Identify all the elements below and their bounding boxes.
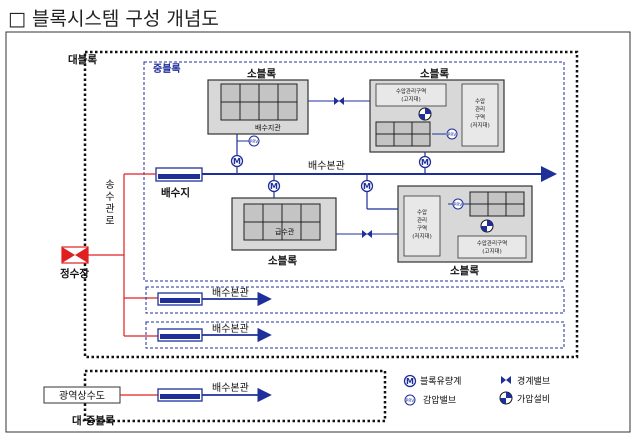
medium-block-label: 중블록 [153, 63, 181, 75]
pressure-zone-bl-3: 구역 [417, 224, 427, 232]
pressure-zone-tl-sub: (고지대) [401, 95, 420, 103]
regional-supply-label: 광역상수도 [59, 390, 105, 402]
large-medium-block-label: 대·중블록 [72, 414, 115, 427]
legend-boundary-valve: 경계밸브 [517, 375, 550, 387]
pressure-zone-tr-3: 구역 [475, 113, 485, 121]
transmission-pipes [88, 173, 158, 337]
main-pipe-label: 배수본관 [308, 160, 345, 172]
pressure-zone-bl [403, 195, 441, 257]
outer-frame [5, 31, 631, 433]
large-block-boundary [83, 50, 579, 359]
block4-cells [469, 191, 525, 217]
reservoir-label: 배수지 [161, 186, 190, 199]
reservoir-pipe-label: 배수지관 [255, 123, 281, 132]
transmission-char-1: 송 [105, 179, 114, 191]
pressure-zone-tr-1: 수압 [475, 97, 485, 105]
large-block-label: 대블록 [68, 53, 97, 66]
transmission-char-3: 관 [105, 203, 114, 215]
main-pipe-3-label: 배수본관 [212, 323, 249, 335]
boundary-valve-icon [334, 97, 344, 105]
reservoir-cells [220, 83, 298, 121]
small-block-label-1: 소블록 [247, 68, 276, 80]
pressure-zone-tl [375, 83, 447, 107]
medium-block-2 [145, 286, 565, 314]
prv-icon [446, 128, 458, 140]
booster-icon [480, 219, 494, 233]
flow-meter-icon [360, 179, 374, 193]
pressure-zone-br [457, 235, 527, 259]
pressure-zone-tr [461, 83, 499, 147]
main-pipe-2-label: 배수본관 [212, 287, 249, 299]
legend-boundary-valve-icon [501, 376, 511, 384]
legend-prv-icon [404, 394, 416, 406]
legend-booster-icon [499, 391, 513, 405]
small-block-label-3: 소블록 [268, 255, 297, 267]
legend-flow-meter: 블록유량계 [420, 375, 461, 387]
supply-cells [243, 203, 321, 241]
medium-block-3 [145, 321, 565, 349]
flow-meter-icon [230, 154, 244, 168]
legend-prv: 감압밸브 [423, 394, 456, 406]
block2-cells [375, 121, 431, 147]
prv-icon [452, 198, 464, 210]
transmission-char-4: 로 [105, 216, 114, 227]
large-medium-block-boundary [83, 369, 387, 423]
flow-meter-icon [267, 179, 281, 193]
pressure-zone-br-sub: (고지대) [482, 247, 501, 255]
pressure-zone-br-label: 수압관리구역 [477, 239, 507, 247]
prv-icon [248, 135, 260, 147]
pressure-zone-tl-label: 수압관리구역 [396, 87, 426, 95]
boundary-valve-icon [362, 230, 372, 238]
main-pipe-4-label: 배수본관 [212, 382, 249, 394]
legend-booster: 가압설비 [517, 393, 550, 405]
diagram-title: □ 블록시스템 구성 개념도 [8, 8, 219, 30]
supply-pipe-label: 급수관 [275, 227, 295, 236]
pressure-zone-bl-2: 관리 [417, 216, 427, 224]
pressure-zone-tr-sub: (저지대) [470, 121, 489, 129]
legend: 블록유량계 경계밸브 감압밸브 가압설비 [403, 374, 550, 406]
legend-flow-meter-icon [403, 374, 417, 388]
small-block-label-4: 소블록 [450, 265, 479, 277]
flow-meter-icon [418, 155, 432, 169]
booster-icon [418, 107, 432, 121]
small-block-label-2: 소블록 [420, 68, 449, 80]
transmission-char-2: 수 [105, 191, 114, 203]
pressure-zone-bl-sub: (저지대) [412, 232, 431, 240]
pressure-zone-bl-1: 수압 [417, 208, 427, 216]
pressure-zone-tr-2: 관리 [475, 105, 485, 113]
treatment-plant-icon [61, 246, 89, 264]
treatment-plant-label: 정수장 [60, 267, 89, 280]
medium-block-boundary [143, 61, 565, 282]
